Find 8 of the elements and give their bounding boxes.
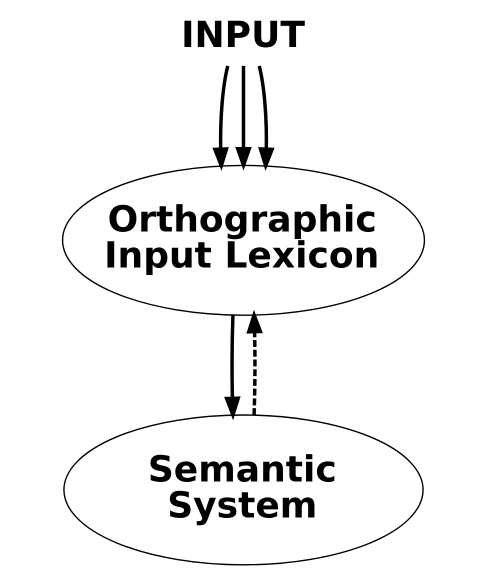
node-ellipse: Orthographic Input Lexicon [62,164,426,316]
node-text: INPUT [181,14,305,56]
arrow [235,66,252,171]
arrow [224,314,241,420]
arrow [212,66,230,171]
node-ellipse: Semantic System [63,414,424,566]
arrow [258,66,275,171]
arrow [246,310,263,416]
